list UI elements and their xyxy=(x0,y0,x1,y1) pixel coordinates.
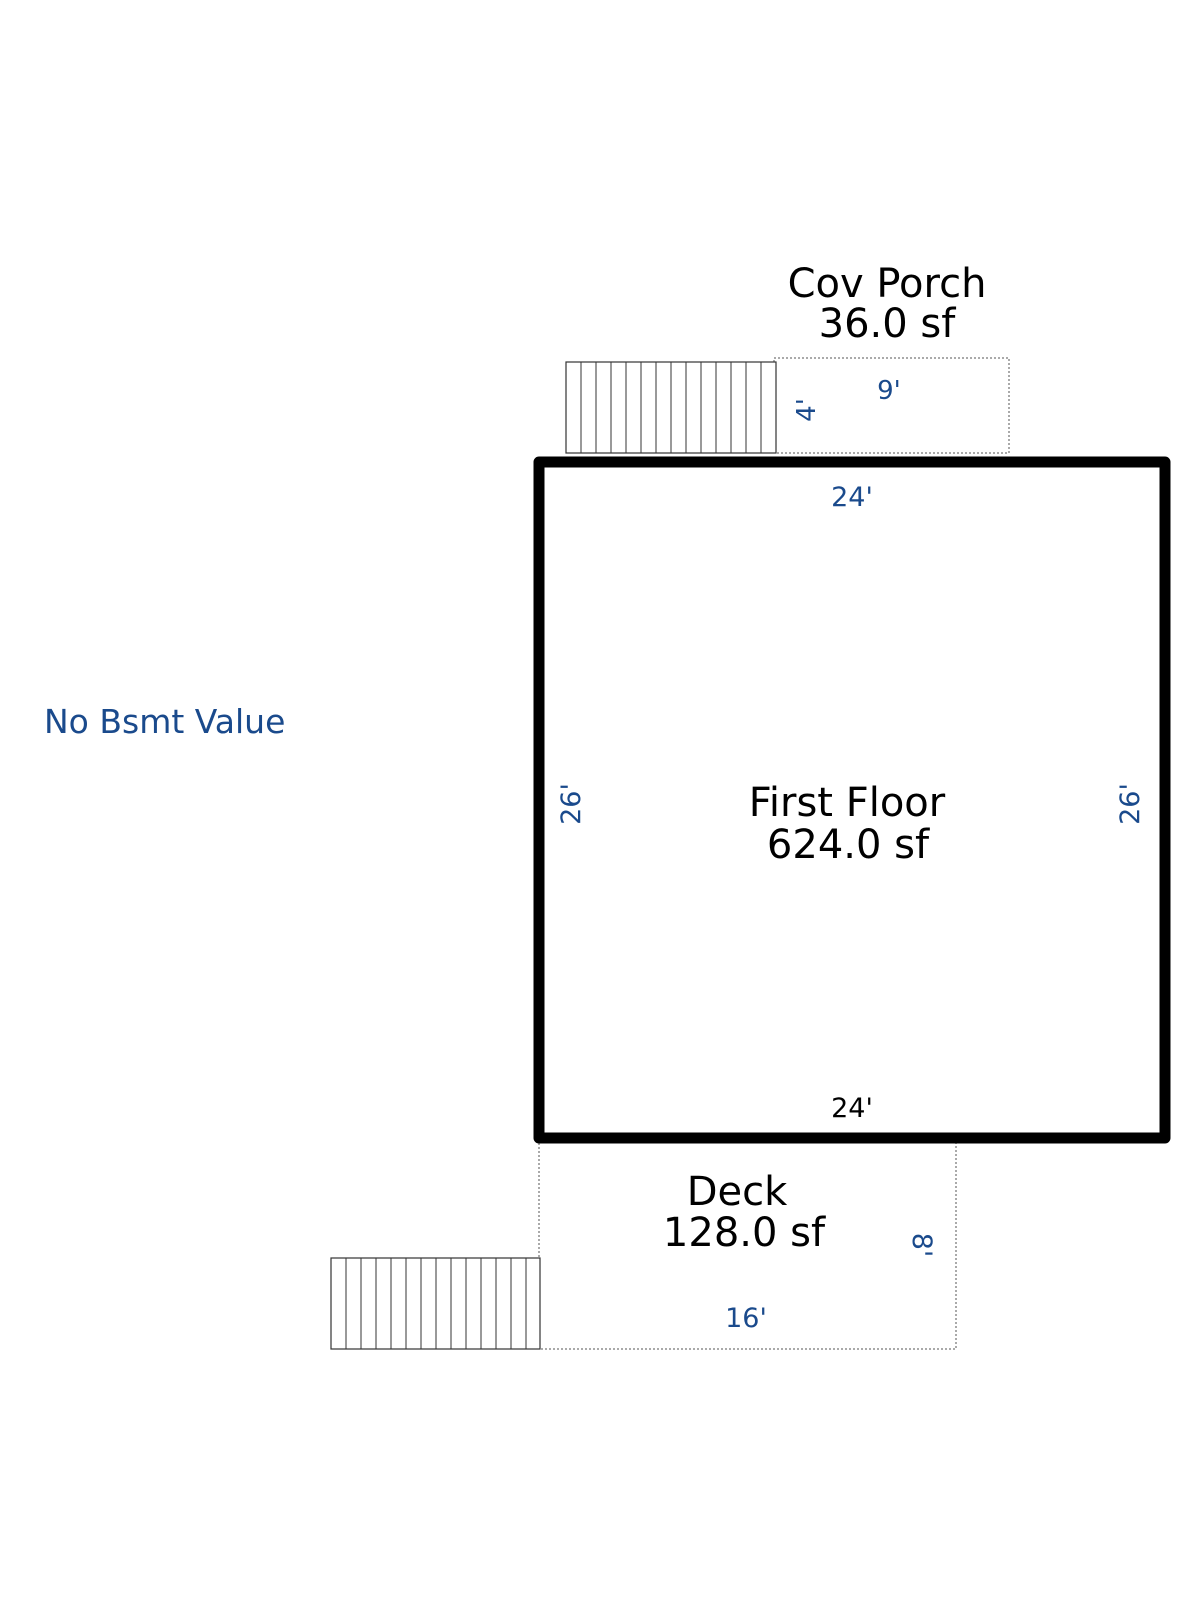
porch-stairs xyxy=(565,361,777,454)
deck-width-dim: 16' xyxy=(725,1303,767,1334)
cov-porch-depth-dim: 4' xyxy=(792,398,822,422)
cov-porch-width-dim: 9' xyxy=(877,376,901,406)
cov-porch-name: Cov Porch xyxy=(788,261,987,307)
deck-area: 128.0 sf xyxy=(663,1210,826,1256)
first-floor-bottom-dim: 24' xyxy=(831,1093,873,1124)
first-floor-walls xyxy=(533,456,1171,1144)
deck-name: Deck xyxy=(687,1169,788,1215)
cov-porch-area: 36.0 sf xyxy=(819,301,957,347)
first-floor-top-dim: 24' xyxy=(831,482,873,513)
first-floor-area: 624.0 sf xyxy=(767,822,930,868)
deck-depth-dim: 8' xyxy=(906,1233,937,1258)
no-bsmt-note: No Bsmt Value xyxy=(44,702,285,741)
first-floor-left-dim: 26' xyxy=(556,783,587,825)
deck-stairs xyxy=(330,1257,541,1350)
first-floor-right-dim: 26' xyxy=(1115,783,1146,825)
first-floor-name: First Floor xyxy=(749,780,946,826)
